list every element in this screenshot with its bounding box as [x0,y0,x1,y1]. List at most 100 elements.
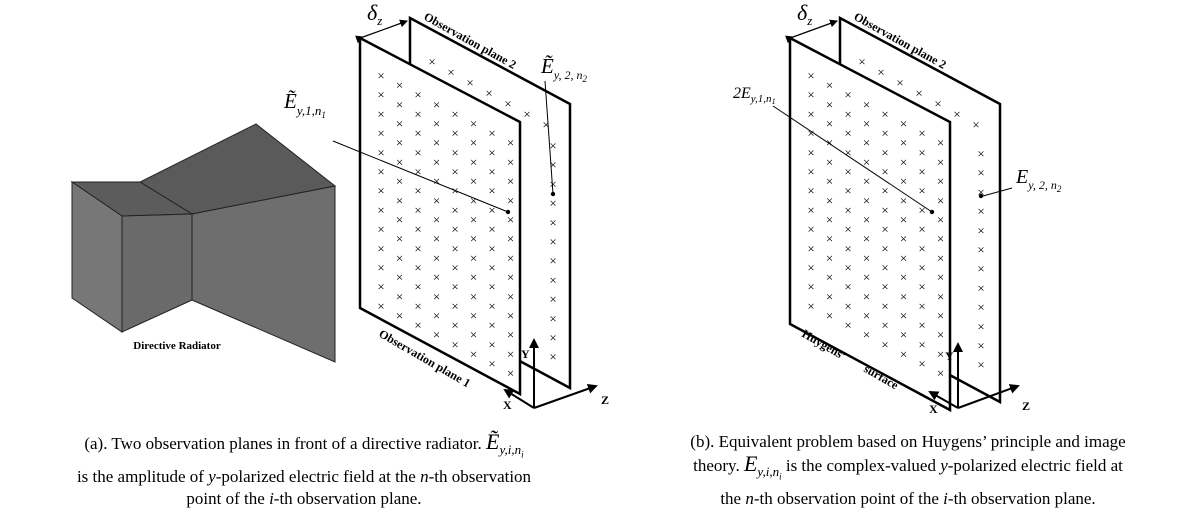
observation-point-marker: × [807,298,814,313]
observation-point-marker: × [844,260,851,275]
huygens-surface [788,35,952,413]
observation-point-marker: × [844,183,851,198]
x-axis-label: X [503,398,512,412]
observation-point-marker: × [507,346,514,361]
observation-point-marker: × [396,231,403,246]
plane-2-markers: × × × × × × × × × × × × × × × × × × × [428,54,556,364]
observation-point-marker: × [863,116,870,131]
target-point-2-b [978,193,984,199]
observation-point-marker: × [507,135,514,150]
observation-point-marker: × [523,107,530,122]
observation-point-marker: × [937,327,944,342]
observation-point-marker: × [433,174,440,189]
plane-1-markers: ××××××××××××××××××××××××××××××××××××××××… [377,68,514,381]
observation-point-marker: × [377,202,384,217]
leader-line-1-b [772,105,933,213]
observation-point-marker: × [900,308,907,323]
observation-point-marker: × [881,260,888,275]
observation-point-marker: × [826,270,833,285]
observation-point-marker: × [807,106,814,121]
observation-point-marker: × [863,250,870,265]
observation-point-marker: × [447,65,454,80]
observation-point-marker: × [807,68,814,83]
axes-a: Y X Z [503,338,609,412]
observation-point-marker: × [900,289,907,304]
observation-point-marker: × [488,356,495,371]
observation-point-marker: × [396,308,403,323]
observation-point-marker: × [549,292,556,307]
observation-point-marker: × [377,87,384,102]
observation-point-marker: × [470,212,477,227]
observation-point-marker: × [937,270,944,285]
observation-point-marker: × [900,231,907,246]
observation-point-marker: × [826,308,833,323]
target-point-2 [550,191,556,197]
observation-point-marker: × [863,154,870,169]
observation-point-marker: × [433,289,440,304]
observation-point-marker: × [549,234,556,249]
observation-point-marker: × [451,222,458,237]
observation-point-marker: × [433,193,440,208]
observation-point-marker: × [918,337,925,352]
observation-point-marker: × [863,327,870,342]
observation-point-marker: × [488,337,495,352]
observation-point-marker: × [918,279,925,294]
field-label-1-b: 2Ey,1,n1 [733,85,776,106]
delta-z-arrow [355,19,408,44]
observation-point-marker: × [485,86,492,101]
observation-point-marker: × [918,241,925,256]
observation-point-marker: × [900,174,907,189]
observation-point-marker: × [881,106,888,121]
observation-point-marker: × [396,174,403,189]
leader-line-1 [332,140,509,213]
observation-point-marker: × [807,241,814,256]
observation-point-marker: × [549,157,556,172]
observation-point-marker: × [488,298,495,313]
observation-point-marker: × [451,279,458,294]
observation-point-marker: × [807,183,814,198]
observation-point-marker: × [826,78,833,93]
observation-point-marker: × [918,145,925,160]
observation-point-marker: × [433,308,440,323]
z-axis [533,383,598,409]
observation-point-marker: × [414,145,421,160]
observation-point-marker: × [977,319,984,334]
observation-point-marker: × [918,183,925,198]
observation-point-marker: × [918,260,925,275]
observation-point-marker: × [937,308,944,323]
caption-b: (b). Equivalent problem based on Huygens… [630,431,1186,510]
observation-point-marker: × [451,260,458,275]
observation-point-marker: × [507,250,514,265]
observation-point-marker: × [414,279,421,294]
observation-point-marker: × [826,250,833,265]
observation-point-marker: × [433,154,440,169]
observation-point-marker: × [396,212,403,227]
x-axis-b [928,391,959,409]
observation-point-marker: × [807,260,814,275]
observation-point-marker: × [900,212,907,227]
observation-point-marker: × [549,196,556,211]
horn-side-face [191,185,336,363]
observation-point-marker: × [488,222,495,237]
observation-point-marker: × [881,183,888,198]
observation-point-marker: × [414,106,421,121]
observation-point-marker: × [470,270,477,285]
panel-a: Directive Radiator ××××××××××××××××××× ×… [70,0,609,412]
observation-point-marker: × [470,231,477,246]
observation-point-marker: × [937,289,944,304]
observation-point-marker: × [881,337,888,352]
observation-point-marker: × [881,298,888,313]
observation-point-marker: × [900,135,907,150]
x-axis-label-b: X [929,402,938,416]
observation-point-marker: × [937,212,944,227]
observation-point-marker: × [844,87,851,102]
observation-point-marker: × [433,97,440,112]
observation-point-marker: × [900,250,907,265]
observation-point-marker: × [377,241,384,256]
observation-point-marker: × [807,202,814,217]
field-label-1: Ẽy,1,n1 [283,89,326,120]
delta-z-label: δz [367,0,382,28]
observation-point-marker: × [488,126,495,141]
observation-point-marker: × [507,174,514,189]
observation-point-marker: × [844,222,851,237]
